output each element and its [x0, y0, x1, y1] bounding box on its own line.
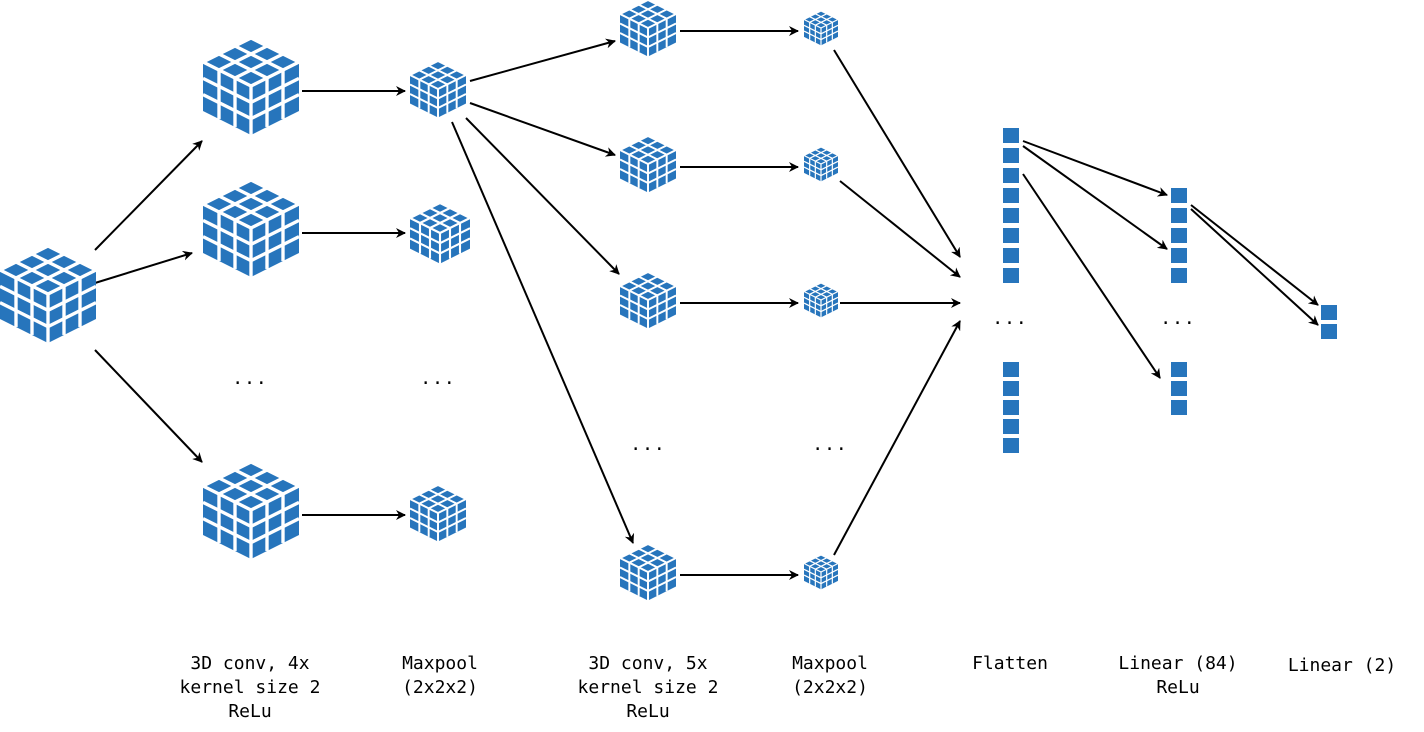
pool1-output-cube-icon [409, 202, 471, 264]
pool2-output-cube-icon [803, 10, 839, 46]
flatten-vector-top-column-vector-icon [1003, 128, 1019, 283]
vector-element [1003, 228, 1019, 243]
pool2-output-cube-icon [803, 554, 839, 590]
vector-element [1171, 188, 1187, 203]
conv1-label-line: ReLu [228, 701, 272, 722]
connection-arrow [94, 349, 203, 463]
conv2-label: 3D conv, 5x kernel size 2 ReLu [548, 652, 748, 724]
vector-element [1003, 419, 1019, 434]
conv2-label-line: ReLu [626, 701, 670, 722]
pool1-label-line: (2x2x2) [402, 677, 478, 698]
flatten-vector-bottom-column-vector-icon [1003, 362, 1019, 453]
connection-arrow [465, 117, 620, 275]
conv2-output-cube-icon [619, 543, 677, 601]
pool2-ellipsis: ... [812, 434, 848, 455]
connection-arrow [839, 180, 961, 278]
pool2-output-cube-icon [803, 146, 839, 182]
vector-element [1321, 305, 1337, 320]
vector-element [1171, 228, 1187, 243]
input-volume-cube-icon [0, 244, 97, 343]
pool1-label: Maxpool (2x2x2) [370, 652, 510, 700]
fc1-vector-top-column-vector-icon [1171, 188, 1187, 283]
pool1-output-cube-icon [409, 60, 467, 118]
vector-element [1003, 248, 1019, 263]
connection-arrow [1022, 145, 1168, 250]
vector-element [1003, 188, 1019, 203]
pool1-output-cube-icon [409, 484, 467, 542]
flatten-label: Flatten [950, 652, 1070, 676]
conv2-output-cube-icon [619, 135, 677, 193]
volume-cubes [0, 0, 839, 601]
conv2-ellipsis: ... [630, 434, 666, 455]
conv2-output-cube-icon [619, 0, 677, 57]
conv1-output-cube-icon [202, 178, 300, 277]
connection-arrow [469, 38, 616, 82]
pool1-ellipsis: ... [420, 368, 456, 389]
fc1-label-line: ReLu [1156, 677, 1200, 698]
vector-element [1003, 400, 1019, 415]
flatten-label-line: Flatten [972, 653, 1048, 674]
vector-element [1321, 324, 1337, 339]
pool2-label-line: (2x2x2) [792, 677, 868, 698]
fc2-label: Linear (2) [1272, 654, 1412, 678]
vector-element [1003, 148, 1019, 163]
fc2-label-line: Linear (2) [1287, 655, 1397, 676]
vector-element [1003, 438, 1019, 453]
conv2-label-line: 3D conv, 5x [588, 653, 708, 674]
vector-element [1171, 381, 1187, 396]
conv1-output-cube-icon [202, 460, 300, 559]
fc1-ellipsis: ... [1160, 308, 1196, 329]
fc1-label-line: Linear (84) [1118, 653, 1238, 674]
connection-arrow [1190, 208, 1319, 326]
vector-element [1171, 248, 1187, 263]
conv2-output-cube-icon [619, 271, 677, 329]
pool1-label-line: Maxpool [402, 653, 478, 674]
flatten-ellipsis: ... [992, 308, 1028, 329]
vector-element [1171, 400, 1187, 415]
vector-element [1003, 168, 1019, 183]
fc1-label: Linear (84) ReLu [1100, 652, 1256, 700]
connection-arrow [94, 250, 193, 284]
vector-element [1171, 362, 1187, 377]
connection-arrows [94, 26, 1319, 580]
connection-arrow [1190, 204, 1319, 306]
connection-arrow [1022, 140, 1168, 197]
pool2-label: Maxpool (2x2x2) [760, 652, 900, 700]
conv1-label: 3D conv, 4x kernel size 2 ReLu [150, 652, 350, 724]
pool2-label-line: Maxpool [792, 653, 868, 674]
connection-arrow [1022, 173, 1161, 379]
conv2-label-line: kernel size 2 [577, 677, 719, 698]
vector-element [1171, 208, 1187, 223]
connection-arrow [94, 140, 203, 251]
fc2-vector-column-vector-icon [1321, 305, 1337, 339]
vector-element [1003, 268, 1019, 283]
fc1-vector-bottom-column-vector-icon [1171, 362, 1187, 415]
connection-arrow [833, 320, 961, 556]
vector-element [1171, 268, 1187, 283]
conv1-ellipsis: ... [232, 368, 268, 389]
connection-arrow [469, 102, 616, 157]
vector-element [1003, 128, 1019, 143]
vector-element [1003, 208, 1019, 223]
connection-arrow [451, 121, 635, 544]
connection-arrow [833, 49, 961, 258]
vector-element [1003, 362, 1019, 377]
conv1-label-line: kernel size 2 [179, 677, 321, 698]
pool2-output-cube-icon [803, 282, 839, 318]
vector-element [1003, 381, 1019, 396]
feature-vectors [1003, 128, 1337, 453]
conv1-label-line: 3D conv, 4x [190, 653, 310, 674]
conv1-output-cube-icon [202, 36, 300, 135]
